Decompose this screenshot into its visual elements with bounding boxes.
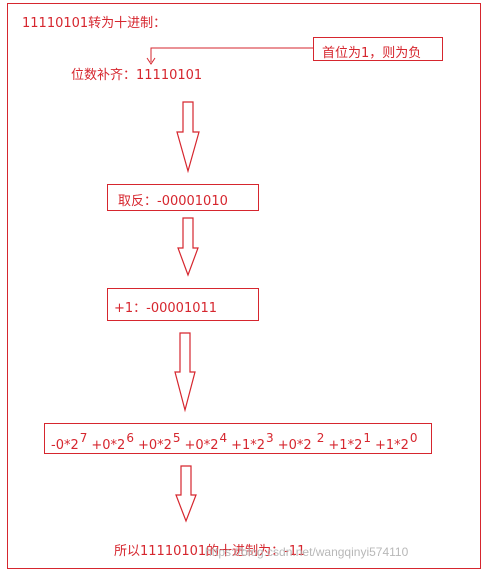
result-text: 所以11110101的十进制为：-11 xyxy=(114,544,306,559)
formula-term-exponent: 5 xyxy=(172,431,181,445)
formula-term: +0*2 2 xyxy=(278,431,325,453)
formula-term-exponent: 1 xyxy=(363,431,371,445)
formula-term-exponent: 6 xyxy=(126,431,134,445)
formula-term: -0*27 xyxy=(51,431,87,453)
formula-term-exponent: 2 xyxy=(316,431,325,445)
formula-term-exponent: 4 xyxy=(219,431,228,445)
expansion-formula-box: -0*27+0*26+0*25+0*24+1*23+0*2 2+1*21+1*2… xyxy=(44,423,432,454)
formula-term: +0*25 xyxy=(138,431,181,453)
sign-note-text: 首位为1，则为负 xyxy=(322,46,422,61)
formula-term: +1*23 xyxy=(231,431,274,453)
diagram-title: 11110101转为十进制： xyxy=(22,16,167,31)
formula-term-base: +1*2 xyxy=(374,438,409,453)
formula-term-base: +1*2 xyxy=(231,438,266,453)
step-add-one-text: +1：-00001011 xyxy=(114,301,218,316)
diagram-frame xyxy=(7,3,481,569)
formula-term-base: +0*2 xyxy=(91,438,126,453)
formula-term-base: +0*2 xyxy=(137,438,172,453)
expansion-formula: -0*27+0*26+0*25+0*24+1*23+0*2 2+1*21+1*2… xyxy=(45,424,431,453)
formula-term: +1*20 xyxy=(375,431,418,453)
formula-term-base: +0*2 xyxy=(277,438,316,453)
formula-term-exponent: 3 xyxy=(266,431,274,445)
formula-term-base: +1*2 xyxy=(328,438,363,453)
sign-note-box: 首位为1，则为负 xyxy=(313,37,443,61)
formula-term: +0*24 xyxy=(185,431,228,453)
formula-term-base: -0*2 xyxy=(51,438,79,453)
formula-term-exponent: 7 xyxy=(79,431,88,445)
step-pad-bits: 位数补齐：11110101 xyxy=(71,68,203,83)
step-add-one-box: +1：-00001011 xyxy=(107,288,259,321)
step-invert-box: 取反：-00001010 xyxy=(107,184,259,211)
formula-term: +1*21 xyxy=(328,431,371,453)
formula-term-exponent: 0 xyxy=(409,431,418,445)
watermark: https://blog.csdn.net/wangqinyi574110 xyxy=(205,545,409,559)
step-invert-text: 取反：-00001010 xyxy=(118,194,228,209)
formula-term: +0*26 xyxy=(91,431,134,453)
formula-term-base: +0*2 xyxy=(184,438,219,453)
